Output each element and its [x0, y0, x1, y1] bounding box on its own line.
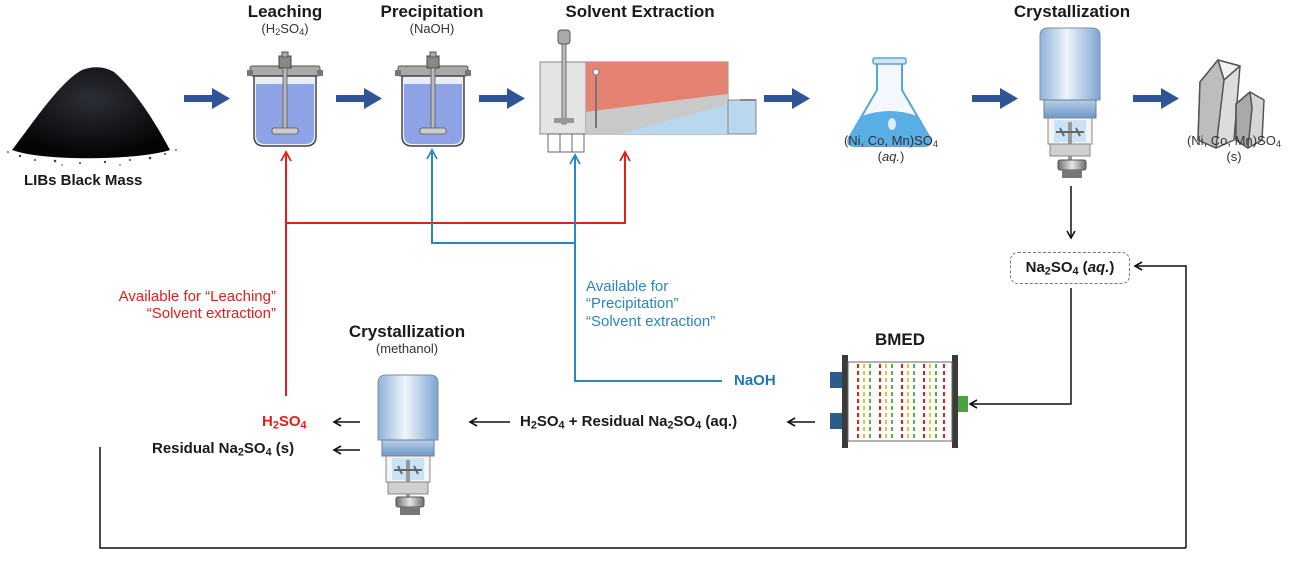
h2so4-label: H2SO4 — [262, 413, 307, 432]
base-recycle-lines — [426, 148, 722, 382]
base-recycle-note-line: Available for — [586, 278, 669, 295]
process-arrow — [764, 88, 810, 109]
solvent-extraction-title: Solvent Extraction — [565, 2, 715, 21]
h2so4-residual-label: H2SO4 + Residual Na2SO4 (aq.) — [520, 413, 738, 432]
crystallizer-icon — [1039, 27, 1101, 178]
process-arrow — [972, 88, 1018, 109]
crystallization-bottom-title: Crystallization — [348, 322, 466, 341]
precipitation-title: Precipitation — [380, 2, 484, 21]
bmed-title: BMED — [874, 330, 926, 349]
reactor-icon — [247, 51, 323, 147]
na2so4-aq-box: Na2SO4 (aq.) — [1010, 252, 1130, 284]
black-mass-pile-icon — [7, 67, 177, 166]
erlenmeyer-flask-icon — [847, 57, 932, 147]
acid-recycle-note: Available for “Leaching” “Solvent extrac… — [60, 288, 276, 323]
aqueous-state-label: (aq.) — [877, 149, 905, 164]
crystallizer-icon — [377, 374, 439, 515]
crystallization-top-title: Crystallization — [1013, 2, 1131, 21]
process-arrow — [1133, 88, 1179, 109]
black-mass-label: LIBs Black Mass — [24, 172, 143, 189]
base-recycle-note: Available for “Precipitation” “Solvent e… — [586, 278, 786, 330]
reactor-icon — [395, 51, 471, 147]
process-arrow — [479, 88, 525, 109]
solid-state-label: (s) — [1226, 149, 1242, 164]
flow-lines — [99, 186, 1187, 549]
mixer-settler-icon — [539, 29, 757, 153]
leaching-title: Leaching — [247, 2, 323, 21]
process-arrow — [184, 88, 230, 109]
acid-recycle-lines — [280, 150, 631, 396]
aqueous-product-label: (Ni, Co, Mn)SO4 — [843, 133, 939, 150]
acid-recycle-note-line: Available for “Leaching” — [118, 288, 276, 305]
precipitation-reagent: (NaOH) — [409, 21, 455, 36]
bmed-stack-icon — [830, 355, 968, 448]
process-arrow — [336, 88, 382, 109]
process-arrows — [184, 88, 1179, 109]
base-recycle-note-line: “Solvent extraction” — [586, 312, 716, 330]
crystallization-bottom-reagent: (methanol) — [375, 341, 439, 356]
residual-solid-label: Residual Na2SO4 (s) — [152, 440, 295, 459]
base-recycle-note-line: “Precipitation” — [586, 295, 679, 313]
solid-product-label: (Ni, Co, Mn)SO4 — [1186, 133, 1282, 150]
acid-recycle-note-line: “Solvent extraction” — [146, 305, 276, 323]
crystal-icon — [1197, 59, 1265, 149]
naoh-label: NaOH — [734, 372, 776, 389]
leaching-reagent: (H2SO4) — [261, 21, 309, 38]
